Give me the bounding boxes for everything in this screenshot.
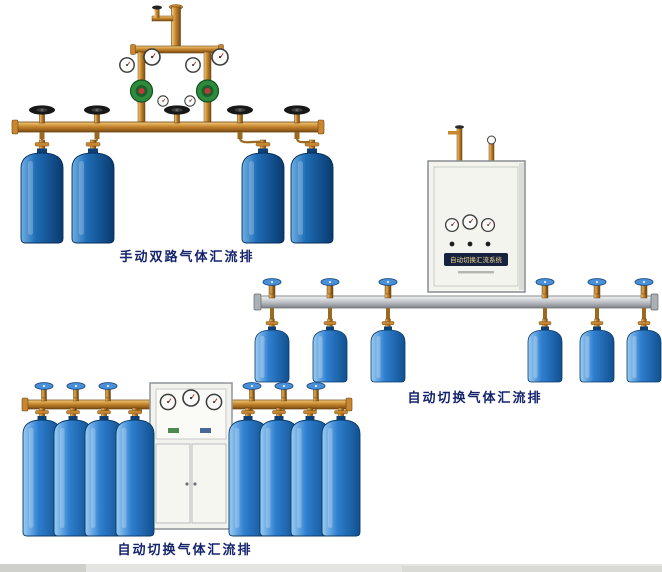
gas-cylinder [579,318,615,383]
pressure-gauge-icon [159,393,177,411]
gas-cylinder [241,139,285,244]
gas-cylinders-group-2 [254,318,662,383]
gas-cylinder [254,318,290,383]
gas-cylinder [20,139,64,244]
caption-auto-switch-wall-manifold: 自动切换气体汇流排 [407,391,543,406]
handwheel-valve-icon [83,104,111,124]
control-knob [485,241,491,247]
control-knob [467,241,473,247]
gas-cylinder [115,407,155,537]
control-knob [449,241,455,247]
cabinet-door-right [191,443,227,524]
cabinet-door-left [155,443,191,524]
pressure-gauge-icon [182,389,200,407]
handwheel-valve-icon [283,104,311,124]
gas-cylinders-group-1 [20,139,334,244]
handwheel-valve-icon [28,104,56,124]
handwheel-valve-icon [587,278,607,295]
pressure-gauge-icon [205,393,223,411]
pressure-gauge-icon [185,57,201,73]
control-cabinet [149,382,233,530]
pressure-gauge-icon [184,95,196,107]
handwheel-valve-icon [378,278,398,295]
gas-cylinder [290,139,334,244]
gas-cylinder [370,318,406,383]
caption-auto-switch-floor-manifold: 自动切换气体汇流排 [117,543,253,558]
handwheel-valve-icon [66,382,86,399]
next-row-preview [0,564,662,572]
handwheel-valve-icon [306,382,326,399]
handwheel-valve-icon [98,382,118,399]
handwheel-valve-icon [262,278,282,295]
handwheel-valve-icon [274,382,294,399]
gas-cylinder [312,318,348,383]
cabinet-nameplate-text: 自动切换汇流系统 [450,255,503,264]
caption-manual-dual-manifold: 手动双路气体汇流排 [119,250,255,265]
handwheel-valve-icon [34,382,54,399]
manifold-pipe-aluminum [253,293,659,311]
handwheel-valve-icon [242,382,262,399]
pressure-gauge-icon [211,48,229,66]
handwheel-valve-icon [226,104,254,124]
gas-cylinder [527,318,563,383]
control-cabinet: 自动切换汇流系统 [427,160,526,293]
handwheel-valve-icon [535,278,555,295]
pipe-valves [262,278,654,320]
pressure-regulators [119,48,229,107]
figure-manual-dual-manifold[interactable] [11,4,334,244]
manifold-piping [11,4,325,135]
gas-cylinder [71,139,115,244]
gas-cylinder [626,318,662,383]
pressure-gauge-icon [119,57,135,73]
pressure-gauge-icon [157,95,169,107]
gas-cylinder [321,407,361,537]
handwheel-valve-icon [634,278,654,295]
pressure-gauge-icon [444,217,460,233]
header-valve-handwheels [28,104,311,124]
handwheel-valve-icon [320,278,340,295]
cabinet-nameplate [444,253,508,266]
pressure-gauge-icon [143,48,161,66]
cabinet-top-fittings [448,125,496,163]
figure-auto-switch-wall-manifold[interactable]: 自动切换汇流系统 [253,125,662,383]
cylinder-connections [39,132,314,145]
handwheel-valve-icon [163,104,191,124]
pressure-gauge-icon [480,217,496,233]
pressure-gauge-icon [462,214,478,230]
figure-auto-switch-floor-manifold[interactable] [21,382,361,537]
